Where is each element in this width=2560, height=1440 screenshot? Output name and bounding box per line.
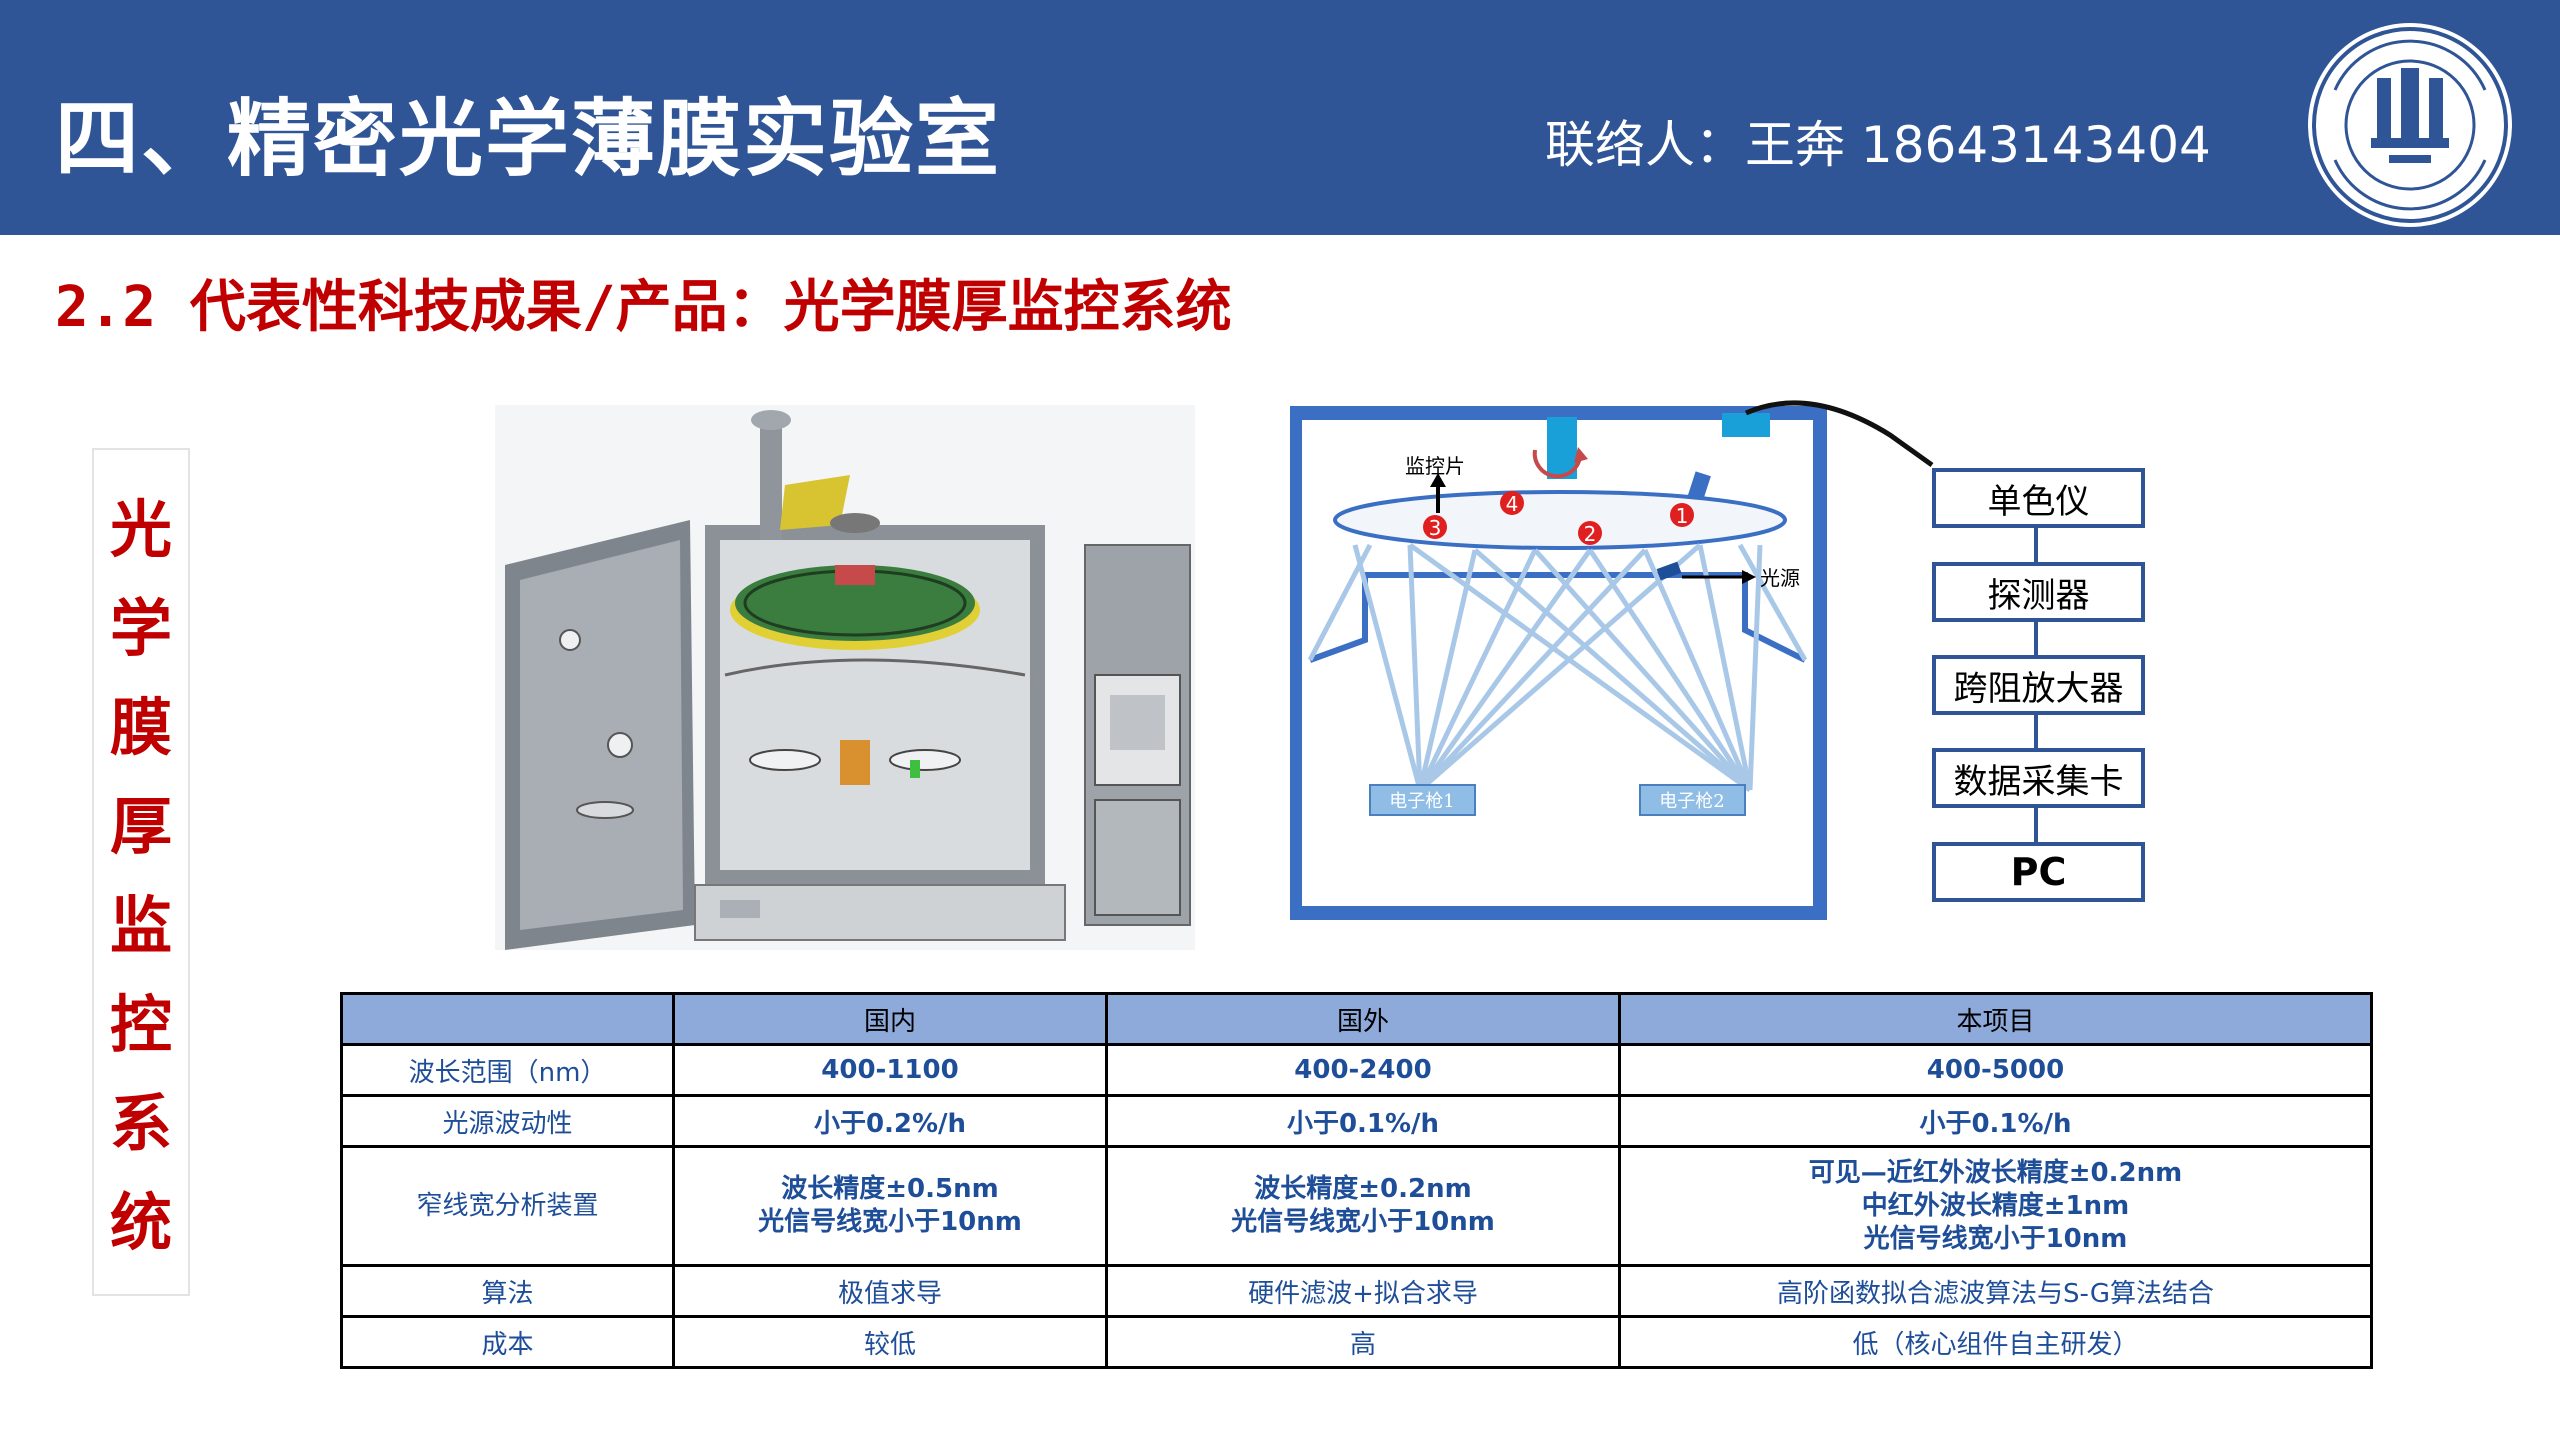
- table-header-cell: 国内: [672, 992, 1108, 1046]
- table-cell: 小于0.2%/h: [672, 1094, 1108, 1148]
- chain-box-detector: 探测器: [1932, 562, 2145, 622]
- marker-4: 4: [1506, 492, 1519, 516]
- table-row: 成本 较低 高 低（核心组件自主研发）: [340, 1315, 2373, 1369]
- cell-line: 中红外波长精度±1nm: [1861, 1190, 2130, 1221]
- table-cell: 波长精度±0.5nm 光信号线宽小于10nm: [672, 1145, 1108, 1267]
- vertical-title-box: 光学膜厚监控系统: [92, 448, 190, 1296]
- table-cell: 硬件滤波+拟合求导: [1105, 1264, 1621, 1318]
- header-banner: 四、精密光学薄膜实验室 联络人：王奔 18643143404: [0, 0, 2560, 235]
- table-cell: 可见—近红外波长精度±0.2nm 中红外波长精度±1nm 光信号线宽小于10nm: [1618, 1145, 2373, 1267]
- cell-line: 波长精度±0.2nm: [1254, 1174, 1472, 1204]
- table-cell: 小于0.1%/h: [1105, 1094, 1621, 1148]
- monitor-chip-label: 监控片: [1405, 454, 1465, 478]
- table-cell: 极值求导: [672, 1264, 1108, 1318]
- table-cell: 波长精度±0.2nm 光信号线宽小于10nm: [1105, 1145, 1621, 1267]
- table-header-row: 国内 国外 本项目: [340, 992, 2373, 1046]
- table-row: 窄线宽分析装置 波长精度±0.5nm 光信号线宽小于10nm 波长精度±0.2n…: [340, 1145, 2373, 1267]
- subtitle-prefix: 2.2 代表性科技成果/产品：: [55, 275, 784, 340]
- cell-line: 光信号线宽小于10nm: [1863, 1223, 2128, 1254]
- table-cell: 高阶函数拟合滤波算法与S-G算法结合: [1618, 1264, 2373, 1318]
- page-title: 四、精密光学薄膜实验室: [55, 90, 1002, 188]
- table-cell: 400-5000: [1618, 1043, 2373, 1097]
- table-cell: 低（核心组件自主研发）: [1618, 1315, 2373, 1369]
- cell-line: 波长精度±0.5nm: [781, 1174, 999, 1204]
- cell-line: 光信号线宽小于10nm: [758, 1207, 1022, 1237]
- chain-box-pc: PC: [1932, 842, 2145, 902]
- chain-box-amplifier: 跨阻放大器: [1932, 655, 2145, 715]
- cell-line: 光信号线宽小于10nm: [1231, 1207, 1495, 1237]
- table-row: 算法 极值求导 硬件滤波+拟合求导 高阶函数拟合滤波算法与S-G算法结合: [340, 1264, 2373, 1318]
- monitoring-system-diagram: 3 4 2 1 监控片 光源 电子枪1 电子枪2: [1290, 400, 2038, 920]
- marker-3: 3: [1429, 516, 1442, 540]
- cell-line: 可见—近红外波长精度±0.2nm: [1808, 1157, 2183, 1188]
- table-cell: 400-1100: [672, 1043, 1108, 1097]
- table-cell: 小于0.1%/h: [1618, 1094, 2373, 1148]
- row-label: 算法: [340, 1264, 675, 1318]
- section-subtitle: 2.2 代表性科技成果/产品：光学膜厚监控系统: [55, 262, 1232, 343]
- gun2-label: 电子枪2: [1659, 791, 1724, 812]
- contact-info: 联络人：王奔 18643143404: [1545, 116, 2211, 174]
- table-row: 波长范围（nm） 400-1100 400-2400 400-5000: [340, 1043, 2373, 1097]
- chain-box-monochromator: 单色仪: [1932, 468, 2145, 528]
- row-label: 窄线宽分析装置: [340, 1145, 675, 1267]
- vertical-title: 光学膜厚监控系统: [109, 493, 172, 1259]
- row-label: 光源波动性: [340, 1094, 675, 1148]
- marker-2: 2: [1584, 522, 1597, 546]
- chain-box-daq-card: 数据采集卡: [1932, 748, 2145, 808]
- light-source-label: 光源: [1760, 566, 1800, 590]
- table-header-cell: 本项目: [1618, 992, 2373, 1046]
- comparison-table-wrap: 国内 国外 本项目 波长范围（nm） 400-1100 400-2400 400…: [340, 992, 2373, 1369]
- coating-machine-illustration: [495, 405, 1195, 950]
- university-seal-logo: [2308, 23, 2512, 227]
- row-label: 成本: [340, 1315, 675, 1369]
- table-header-cell: [340, 992, 675, 1046]
- table-row: 光源波动性 小于0.2%/h 小于0.1%/h 小于0.1%/h: [340, 1094, 2373, 1148]
- table-cell: 高: [1105, 1315, 1621, 1369]
- table-cell: 400-2400: [1105, 1043, 1621, 1097]
- table-header-cell: 国外: [1105, 992, 1621, 1046]
- gun1-label: 电子枪1: [1389, 791, 1454, 812]
- comparison-table: 国内 国外 本项目 波长范围（nm） 400-1100 400-2400 400…: [340, 992, 2373, 1369]
- table-cell: 较低: [672, 1315, 1108, 1369]
- subtitle-highlight: 光学膜厚监控系统: [783, 275, 1232, 340]
- row-label: 波长范围（nm）: [340, 1043, 675, 1097]
- marker-1: 1: [1676, 504, 1689, 528]
